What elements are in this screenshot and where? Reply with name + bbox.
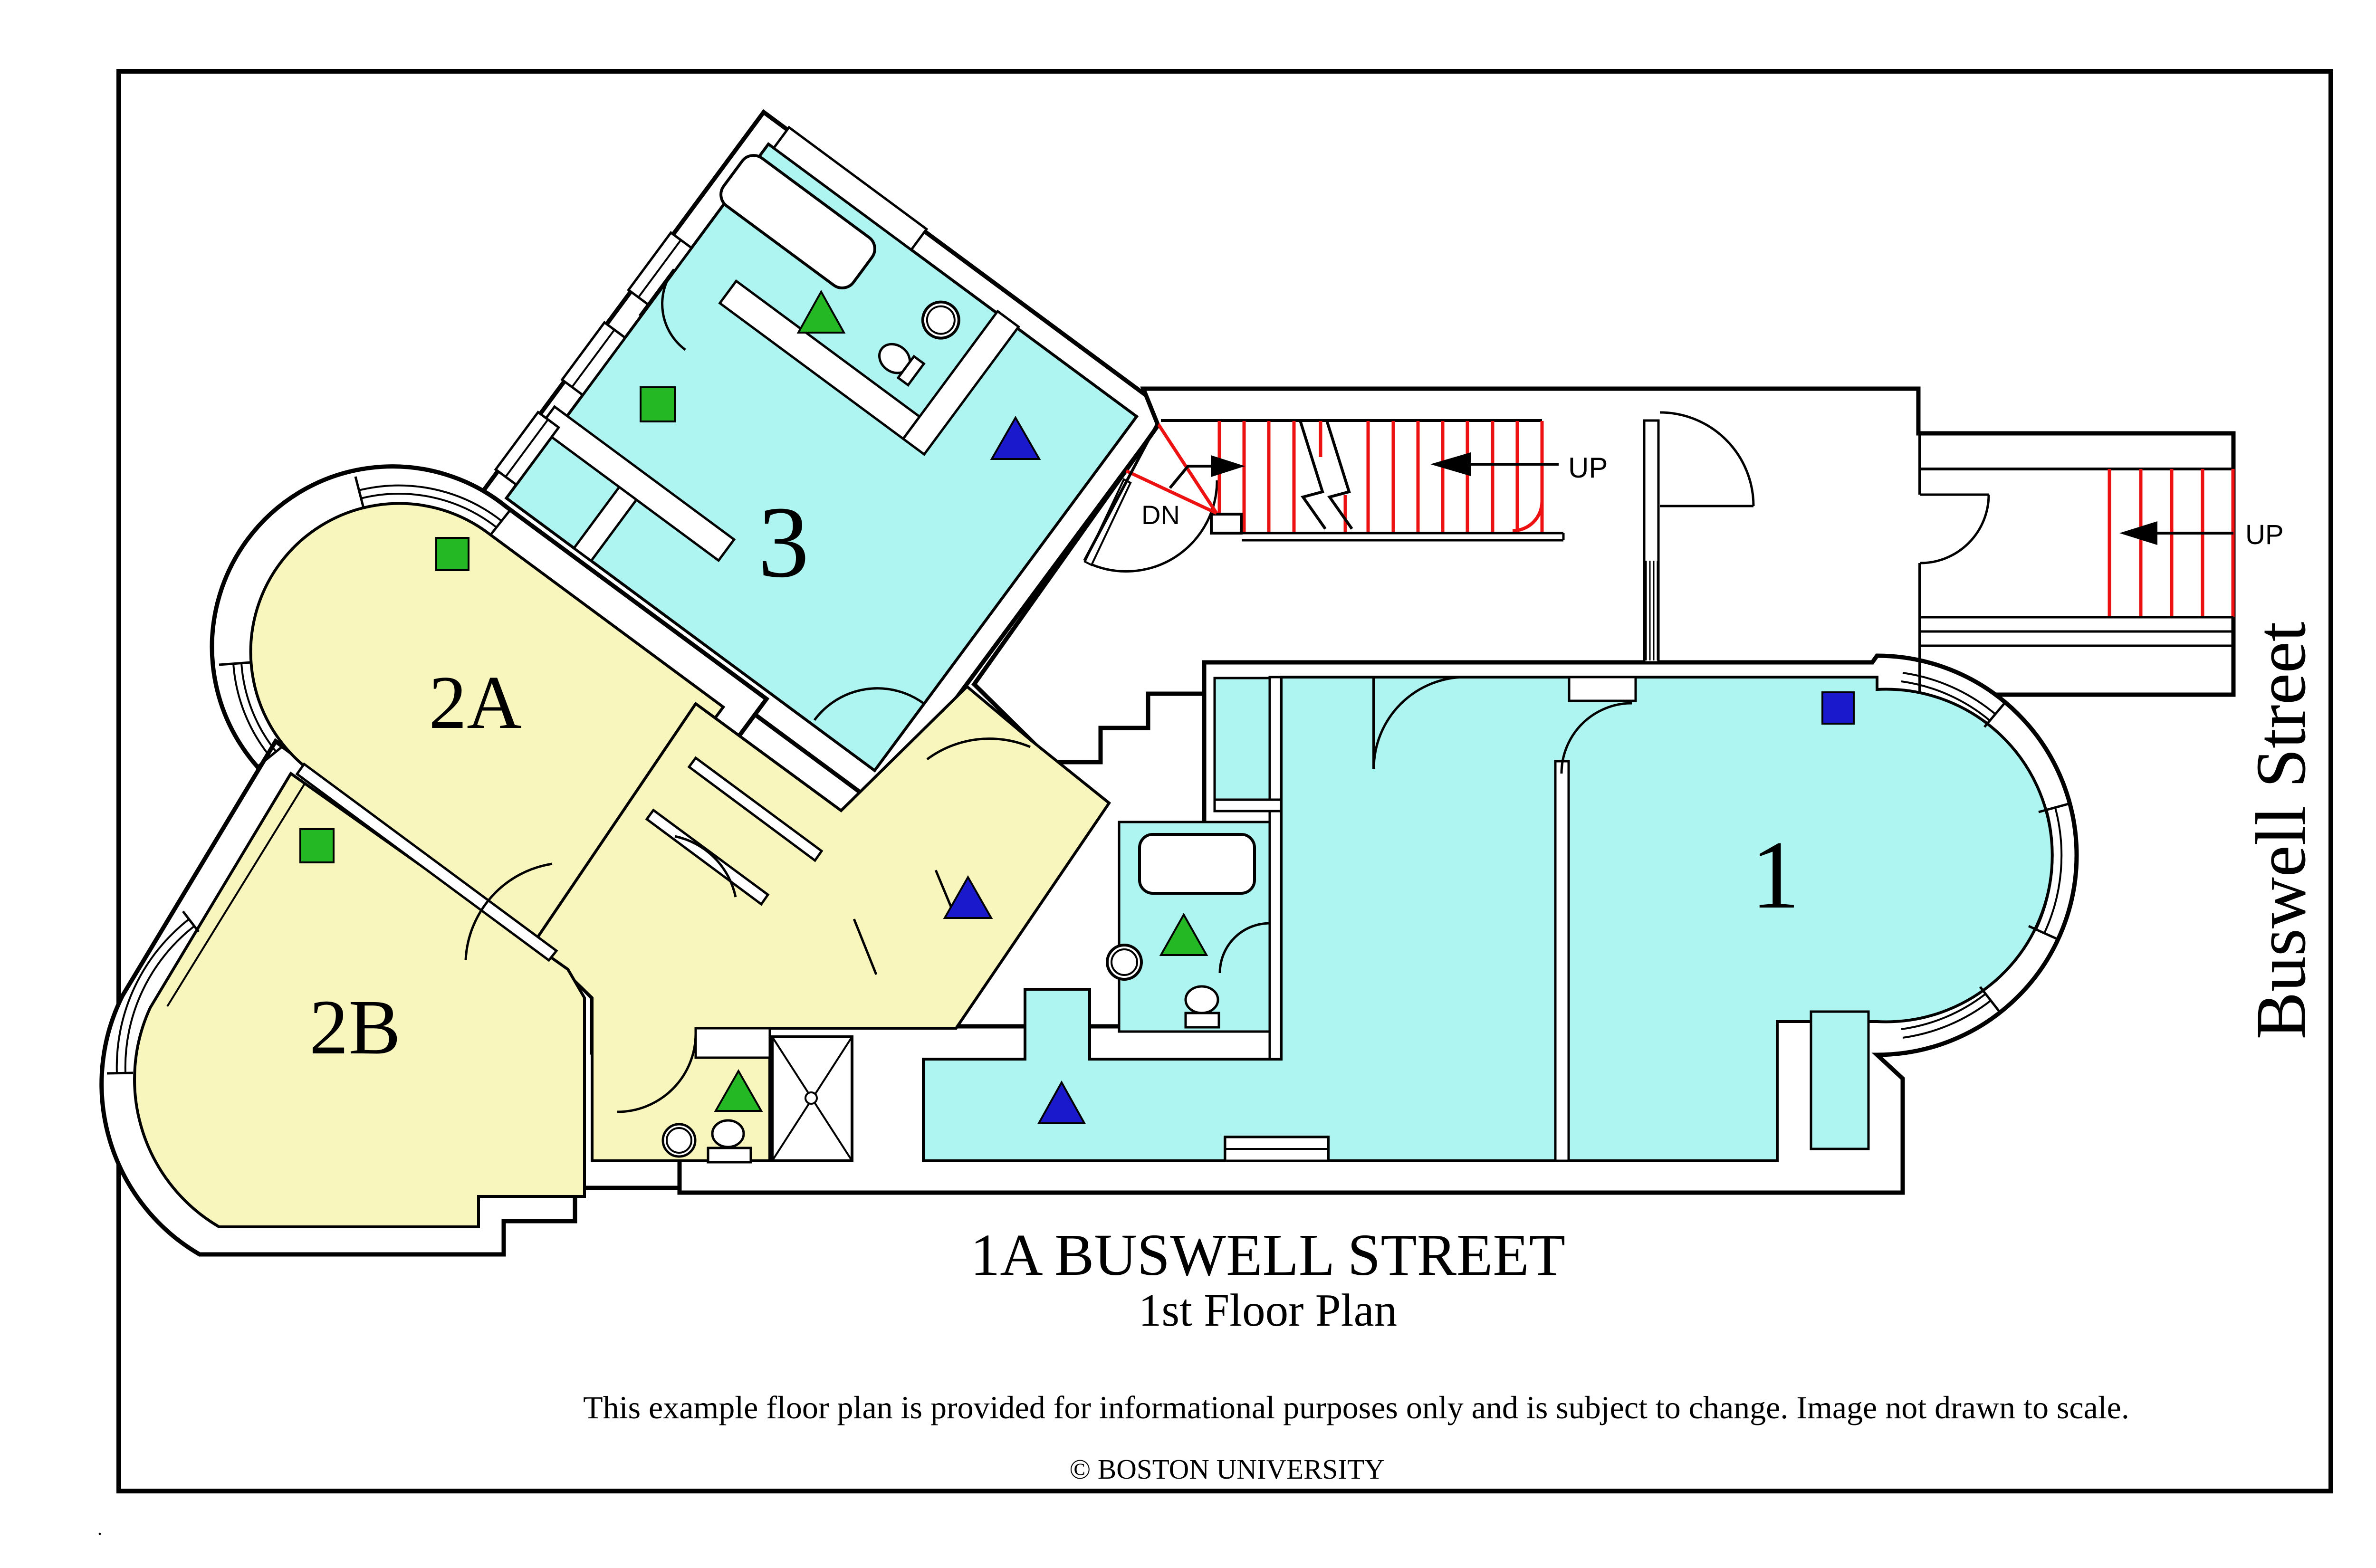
svg-text:2A: 2A <box>429 660 522 745</box>
svg-text:.: . <box>97 1518 102 1539</box>
svg-text:2B: 2B <box>309 984 401 1071</box>
svg-text:3: 3 <box>758 485 809 599</box>
svg-text:1: 1 <box>1751 821 1800 929</box>
svg-text:DN: DN <box>1141 500 1180 530</box>
svg-text:© BOSTON UNIVERSITY: © BOSTON UNIVERSITY <box>1069 1453 1384 1485</box>
svg-text:Buswell Street: Buswell Street <box>2242 621 2320 1039</box>
svg-text:1A BUSWELL STREET: 1A BUSWELL STREET <box>970 1223 1565 1288</box>
svg-text:1st Floor Plan: 1st Floor Plan <box>1139 1285 1397 1336</box>
svg-text:This example floor plan is pro: This example floor plan is provided for … <box>583 1389 2129 1425</box>
svg-text:UP: UP <box>1568 452 1608 484</box>
svg-text:UP: UP <box>2245 519 2284 550</box>
